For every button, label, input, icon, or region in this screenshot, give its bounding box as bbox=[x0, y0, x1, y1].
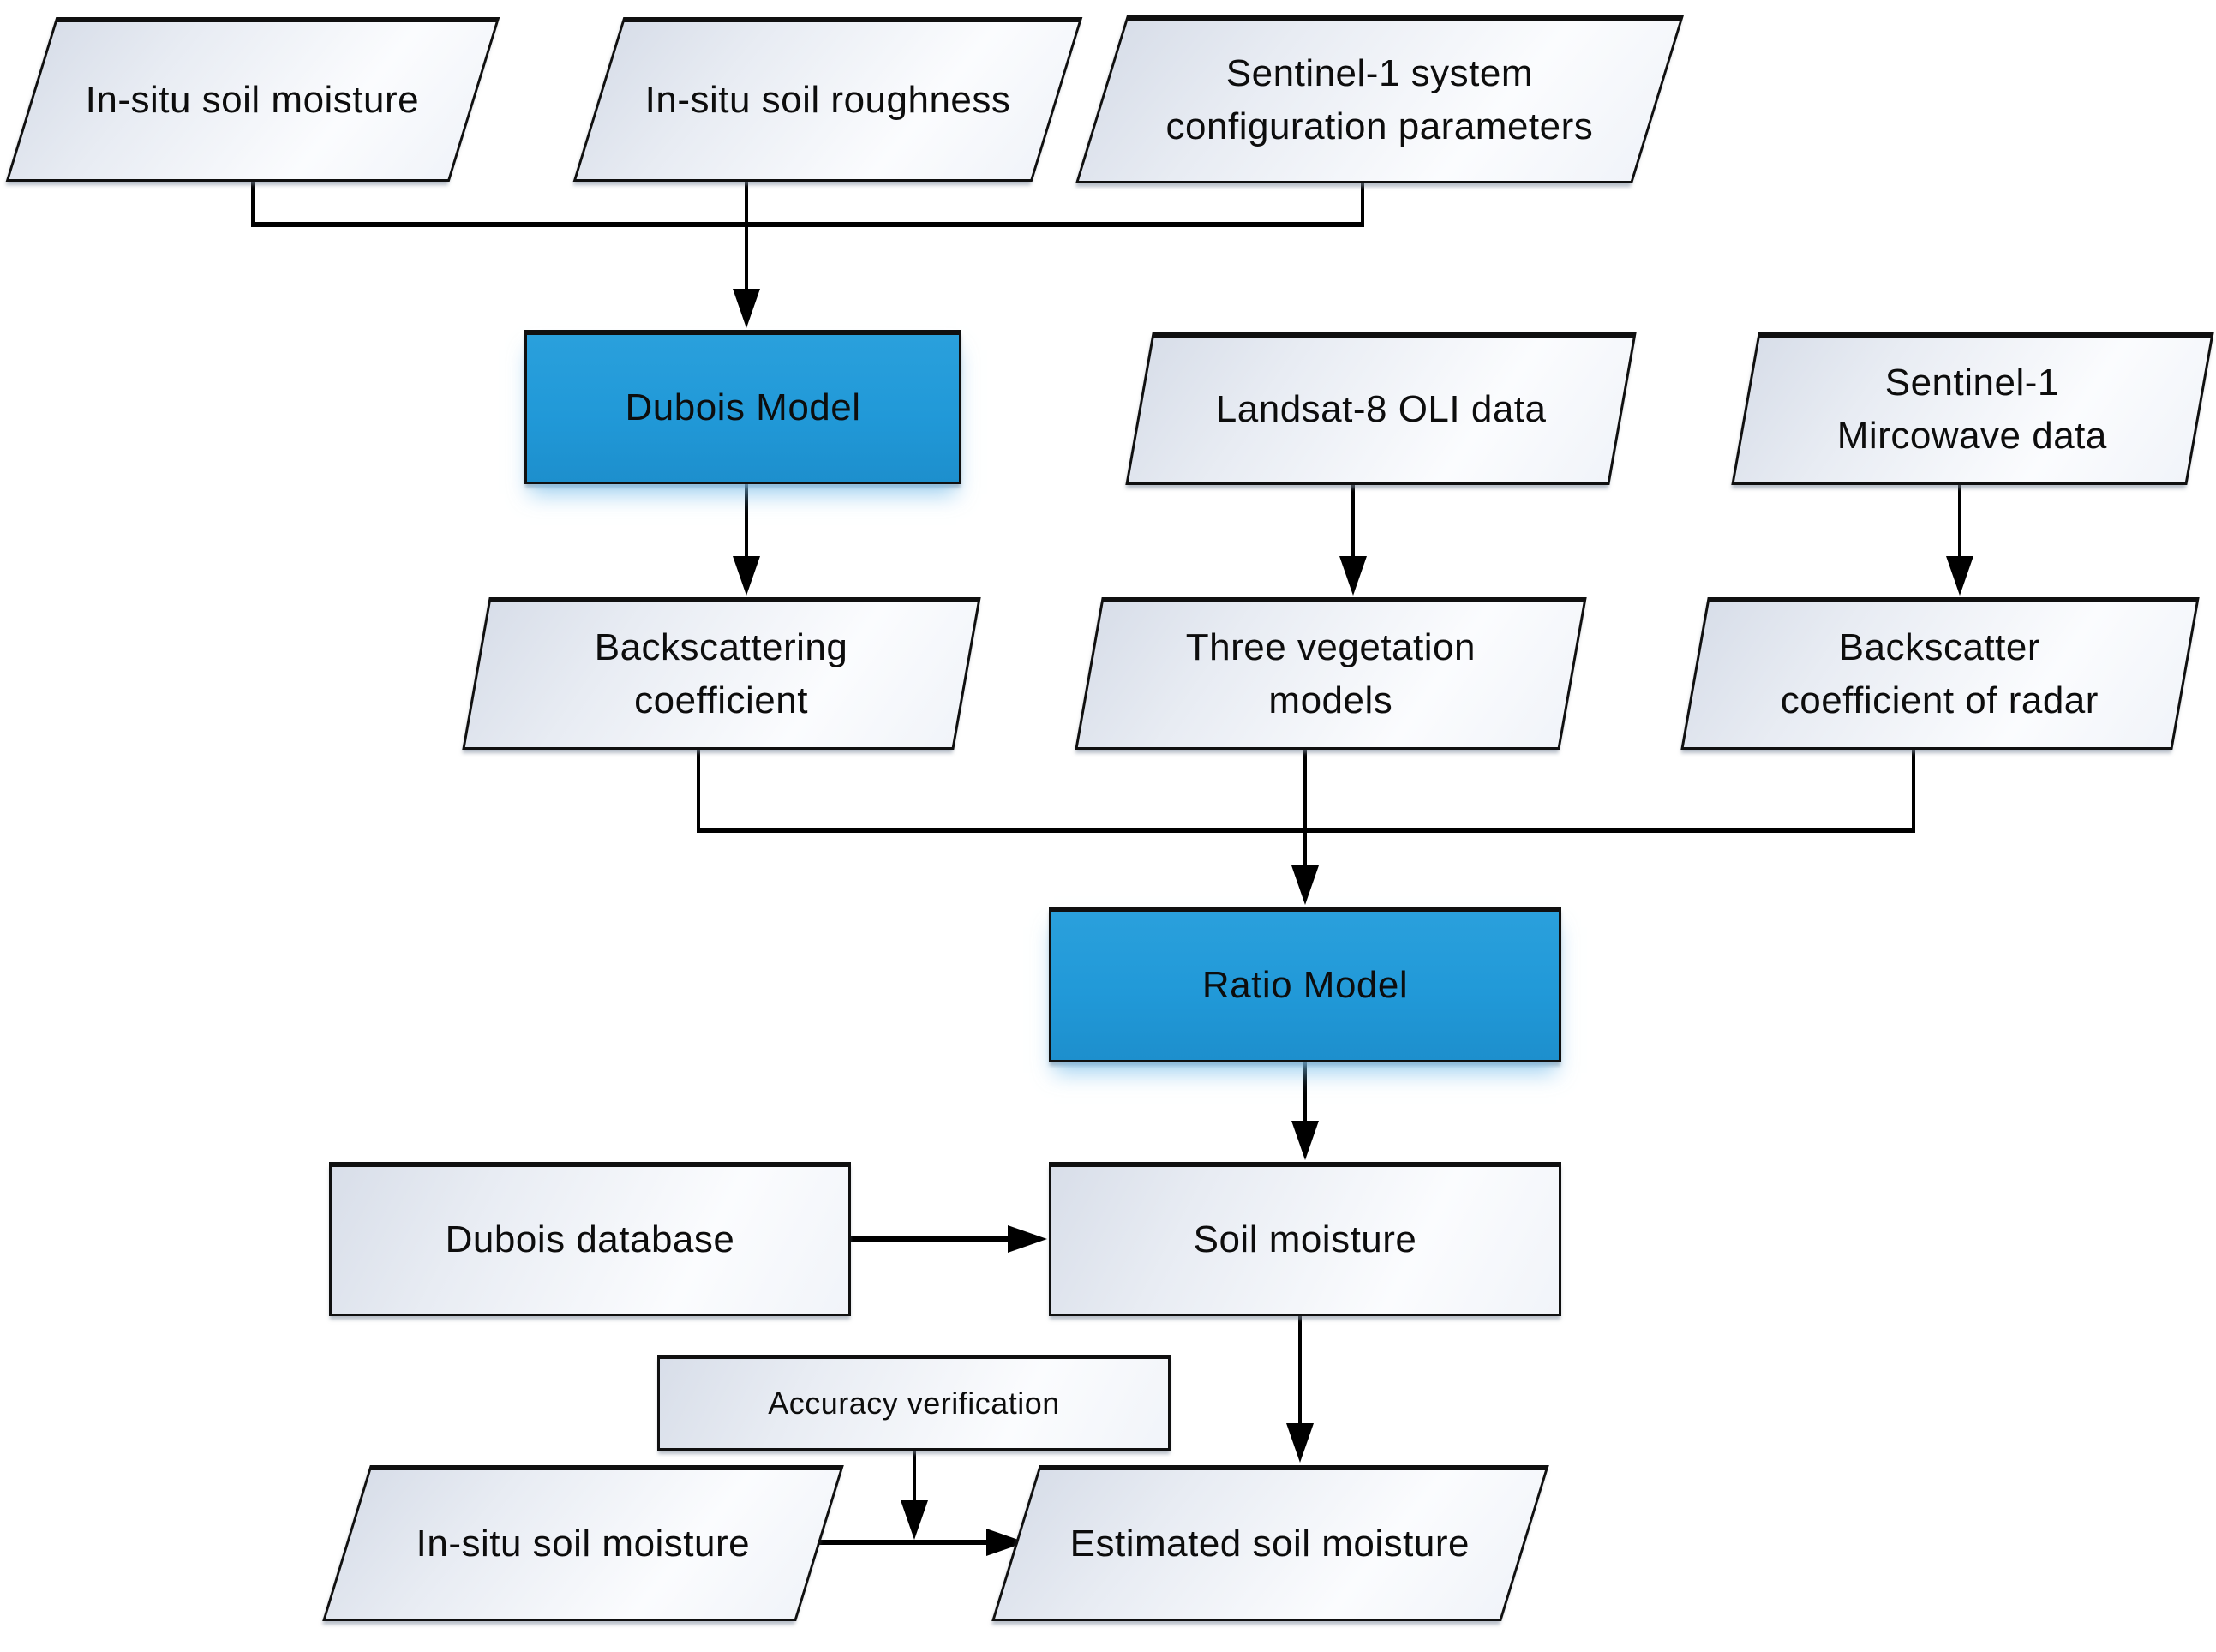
edge-dubois-to-backscattering bbox=[733, 484, 760, 596]
node-sentinel1-microwave: Sentinel-1 Mircowave data bbox=[1731, 332, 2214, 485]
node-insitu-soil-moisture-bottom: In-situ soil moisture bbox=[322, 1465, 844, 1621]
node-three-vegetation-models: Three vegetation models bbox=[1075, 597, 1587, 750]
node-insitu-soil-roughness: In-situ soil roughness bbox=[572, 17, 1083, 182]
node-landsat8-oli: Landsat-8 OLI data bbox=[1125, 332, 1637, 485]
node-backscatter-radar: Backscatter coefficient of radar bbox=[1680, 597, 2200, 750]
node-sentinel1-config: Sentinel-1 system configuration paramete… bbox=[1075, 15, 1684, 183]
node-label: In-situ soil roughness bbox=[644, 79, 1010, 122]
edge-database-to-soil-moisture bbox=[851, 1225, 1047, 1253]
node-label: Backscattering coefficient bbox=[594, 626, 848, 722]
node-label: Ratio Model bbox=[1201, 964, 1409, 1007]
node-label: Three vegetation models bbox=[1185, 626, 1476, 722]
edge-accuracy-to-link bbox=[901, 1440, 928, 1540]
node-label: In-situ soil moisture bbox=[416, 1523, 750, 1565]
edge-ratio-to-soil-moisture bbox=[1291, 1062, 1319, 1160]
node-dubois-model: Dubois Model bbox=[524, 330, 961, 484]
node-ratio-model: Ratio Model bbox=[1049, 907, 1561, 1062]
edge-soil-moisture-to-estimated bbox=[1286, 1316, 1314, 1463]
node-backscattering-coefficient: Backscattering coefficient bbox=[462, 597, 981, 750]
node-soil-moisture: Soil moisture bbox=[1049, 1162, 1561, 1316]
edge-insitu-to-estimated bbox=[812, 1529, 1026, 1556]
edge-bus-to-dubois-model bbox=[733, 182, 760, 328]
node-label: Estimated soil moisture bbox=[1069, 1523, 1470, 1565]
node-label: Dubois database bbox=[445, 1218, 735, 1261]
node-accuracy-verification: Accuracy verification bbox=[657, 1355, 1171, 1451]
edge-landsat-to-vegetation bbox=[1339, 485, 1367, 596]
node-label: Sentinel-1 Mircowave data bbox=[1837, 362, 2108, 458]
node-label: Backscatter coefficient of radar bbox=[1781, 626, 2099, 722]
node-estimated-soil-moisture: Estimated soil moisture bbox=[991, 1465, 1549, 1621]
node-label: Soil moisture bbox=[1193, 1218, 1417, 1261]
node-label: Sentinel-1 system configuration paramete… bbox=[1165, 52, 1593, 148]
node-label: Accuracy verification bbox=[768, 1386, 1060, 1422]
node-label: In-situ soil moisture bbox=[85, 79, 420, 122]
node-dubois-database: Dubois database bbox=[329, 1162, 851, 1316]
edge-microwave-to-radar bbox=[1946, 485, 1973, 596]
node-label: Dubois Model bbox=[625, 386, 861, 429]
edge-bus-to-ratio-model bbox=[1291, 830, 1319, 905]
node-insitu-soil-moisture-top: In-situ soil moisture bbox=[5, 17, 500, 182]
node-label: Landsat-8 OLI data bbox=[1215, 388, 1547, 431]
